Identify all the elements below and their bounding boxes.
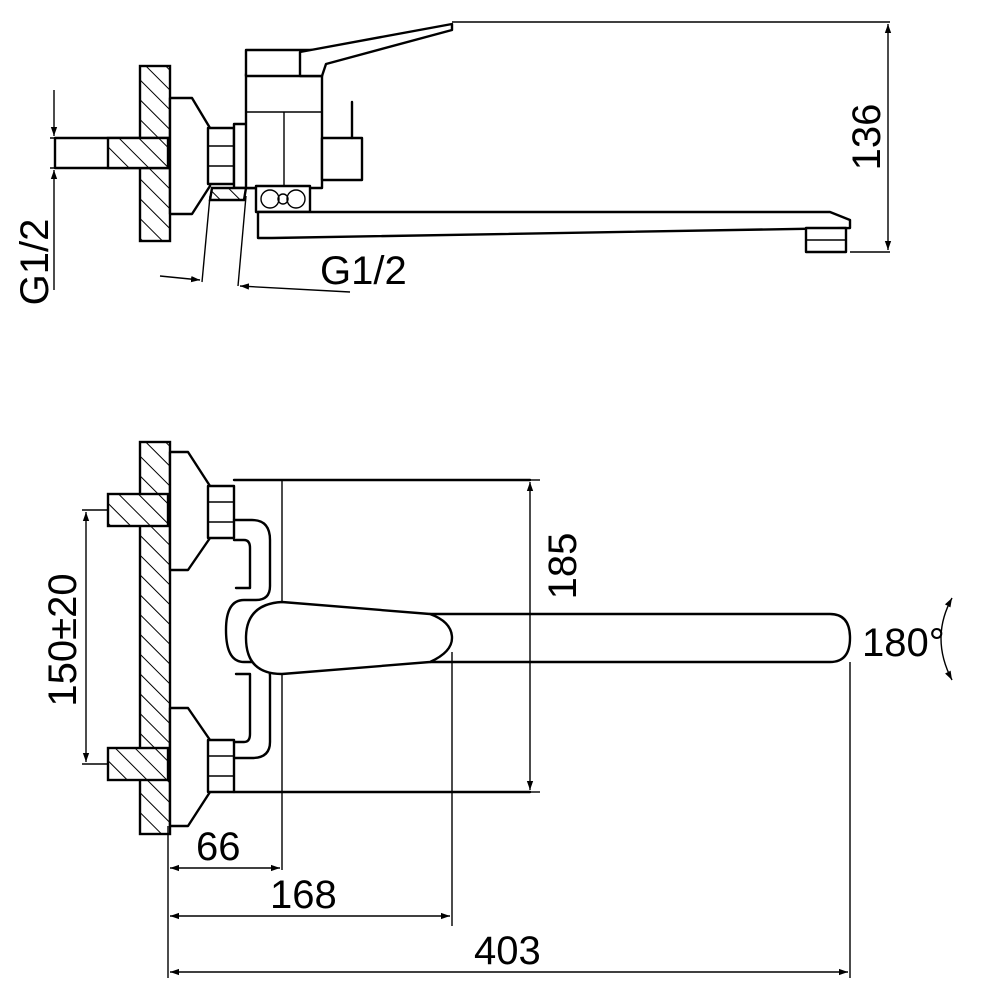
- side-inlet-pipe-section: [106, 136, 170, 170]
- side-view: 136 G1/2 G1/2: [13, 21, 892, 306]
- top-spout: [428, 612, 852, 664]
- spout-length-dimension-label: 403: [474, 929, 541, 973]
- top-escutcheon-upper: [168, 450, 212, 572]
- top-hex-nut-lower: [206, 738, 236, 794]
- side-diverter-knob: [320, 136, 364, 182]
- top-escutcheon-lower: [168, 706, 212, 828]
- top-view: 185 150±20 180° 66 168 403: [41, 440, 953, 978]
- rotation-label: 180°: [862, 621, 945, 665]
- side-handle-lever: [298, 22, 454, 78]
- outlet-thread-label: G1/2: [320, 249, 407, 293]
- side-spout-collar: [254, 184, 312, 214]
- inlet-thread-label: G1/2: [13, 219, 57, 306]
- side-spout: [256, 210, 852, 240]
- top-inlet-pipe-lower: [106, 746, 170, 782]
- side-escutcheon: [168, 96, 212, 216]
- depth-body-dimension-label: 66: [196, 825, 241, 869]
- side-hex-nut: [206, 126, 236, 186]
- top-handle-lever: [244, 600, 454, 676]
- top-eccentric-connector: [224, 518, 272, 760]
- side-outlet-sleeve: [208, 186, 248, 202]
- top-hex-nut-upper: [206, 484, 236, 540]
- center-distance-dimension-label: 150±20: [41, 573, 85, 706]
- depth-handle-dimension-label: 168: [270, 873, 337, 917]
- top-inlet-pipe-upper: [106, 492, 170, 528]
- height-dimension-label: 136: [845, 104, 889, 171]
- body-height-dimension-label: 185: [541, 533, 585, 600]
- rotation-arrow: [940, 597, 953, 681]
